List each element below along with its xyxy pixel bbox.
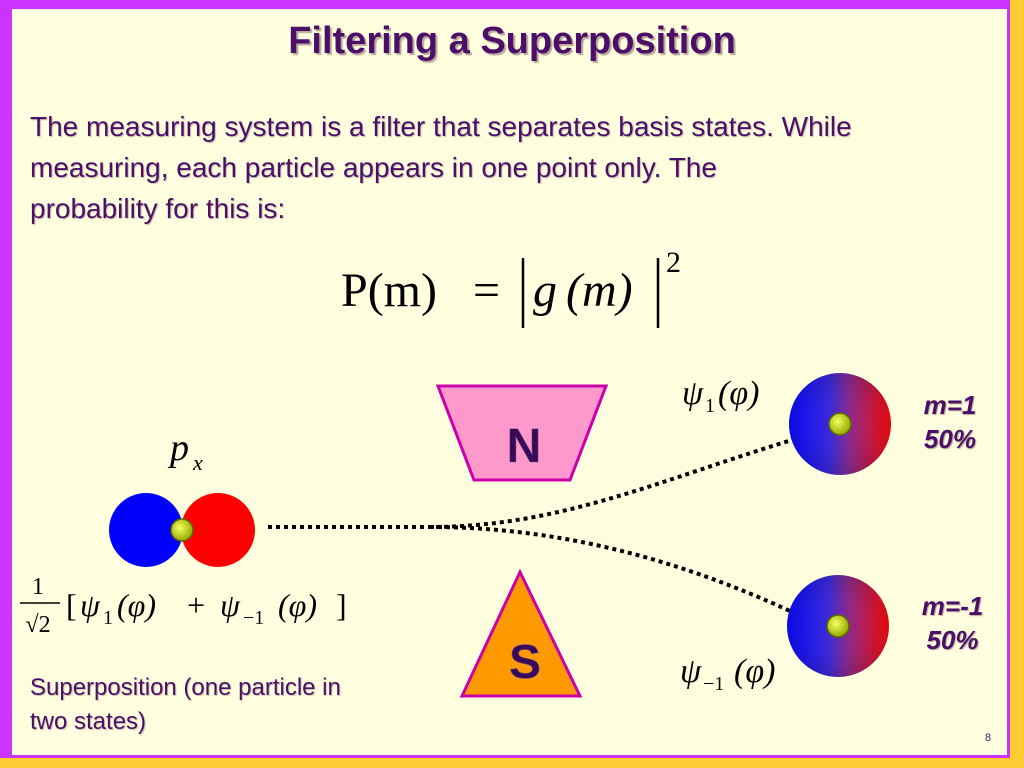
outcome-minus-m: m=-1 <box>921 591 984 621</box>
intro-text: The measuring system is a filter that se… <box>30 106 1024 229</box>
px-label-base: p <box>167 427 189 469</box>
psim1-argument: (φ) <box>278 587 317 623</box>
outcome-plus-label: m=1 50% <box>910 388 990 456</box>
north-label: N <box>507 420 542 473</box>
south-filter <box>459 568 583 698</box>
px-orbital <box>109 493 255 567</box>
formula-equals: = <box>473 264 500 317</box>
formula-arg: (m) <box>566 264 633 317</box>
psim1-subscript: −1 <box>243 607 264 629</box>
orbital-plus-nucleus <box>828 412 852 436</box>
psi-plus-argument: (φ) <box>718 375 759 412</box>
formula-exponent: 2 <box>666 246 681 279</box>
psi1-symbol: ψ <box>80 587 101 623</box>
bracket-close: ] <box>336 587 347 623</box>
orbital-plus <box>789 373 891 475</box>
psi-minus-symbol: ψ <box>680 653 702 690</box>
psi1-argument: (φ) <box>117 587 156 623</box>
page-number: 8 <box>985 732 992 744</box>
outcome-minus-pct: 50% <box>926 625 979 655</box>
formula-g: g <box>533 264 557 317</box>
px-lobe-red <box>181 493 255 567</box>
north-filter <box>435 384 609 482</box>
frame-bottom-inner-border <box>12 755 1007 758</box>
frame-top-border <box>0 0 1024 9</box>
frame-right-border <box>1010 0 1024 768</box>
south-label: S <box>509 636 541 689</box>
caption-line-1: Superposition (one particle in <box>30 674 341 701</box>
frame-left-border <box>0 0 12 768</box>
px-label-sub: x <box>192 450 203 475</box>
superposition-expression: 1 √2 [ ψ 1 (φ) + ψ −1 (φ) ] <box>20 574 347 638</box>
intro-line-2: measuring, each particle appears in one … <box>30 152 717 183</box>
intro-line-1: The measuring system is a filter that se… <box>30 111 852 142</box>
frac-numerator: 1 <box>32 574 44 600</box>
intro-line-3: probability for this is: <box>30 193 286 224</box>
psi-plus-subscript: 1 <box>705 395 715 417</box>
trajectory-down <box>429 525 793 614</box>
outcome-minus-label: m=-1 50% <box>905 589 1000 657</box>
orbital-minus-nucleus <box>826 614 850 638</box>
psim1-symbol: ψ <box>220 587 241 623</box>
psi1-subscript: 1 <box>103 607 113 629</box>
trajectory-up <box>268 438 793 529</box>
probability-formula: P(m) = g (m) 2 <box>341 246 681 328</box>
plus-sign: + <box>187 587 205 623</box>
outcome-plus-pct: 50% <box>923 424 977 454</box>
px-lobe-blue <box>109 493 183 567</box>
caption-line-2: two states) <box>30 708 147 735</box>
psi-plus-symbol: ψ <box>682 375 704 412</box>
frac-denominator: √2 <box>25 612 50 638</box>
px-nucleus <box>170 518 194 542</box>
superposition-caption: Superposition (one particle in two state… <box>30 671 450 739</box>
bracket-open: [ <box>66 587 77 623</box>
formula-lhs: P(m) <box>341 264 437 317</box>
psi-minus-argument: (φ) <box>734 653 775 690</box>
frame-bottom-border <box>0 758 1024 768</box>
frame-right-inner-border <box>1007 9 1010 759</box>
psi-minus-subscript: −1 <box>703 673 724 695</box>
slide-title: Filtering a Superposition <box>288 20 736 62</box>
orbital-minus <box>787 575 889 677</box>
outcome-plus-m: m=1 <box>923 390 977 420</box>
